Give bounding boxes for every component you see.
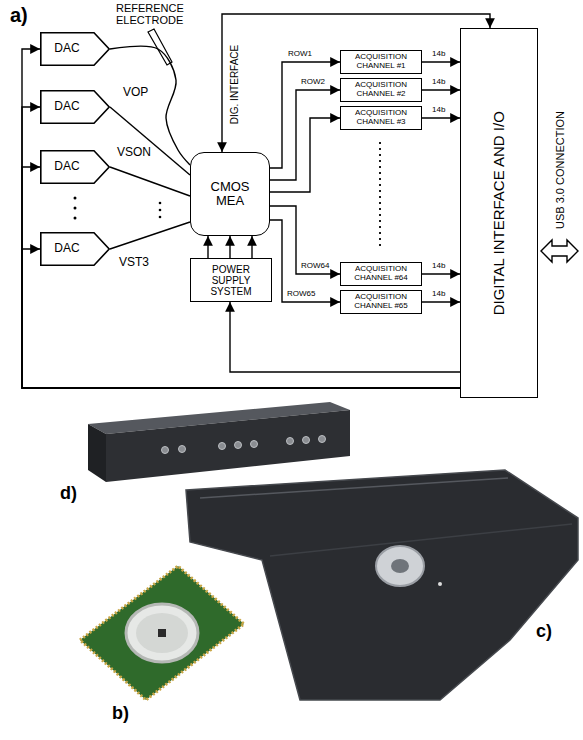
connector — [222, 14, 490, 152]
row-name: ROW2 — [300, 78, 326, 87]
chip-label: CMOS MEA — [205, 180, 255, 209]
bit-width: 14b — [431, 262, 446, 271]
electrode-label: REFERENCE ELECTRODE — [116, 2, 200, 26]
connector — [422, 117, 460, 118]
connector — [110, 167, 190, 196]
mea-chip-box: CMOS MEA — [190, 152, 270, 236]
connector — [270, 220, 340, 302]
panel-label: d) — [60, 484, 77, 504]
channel-label: ACQUISITION CHANNEL #3 — [345, 109, 417, 127]
connector — [22, 249, 460, 388]
row-name: ROW1 — [287, 50, 313, 59]
channel-label: ACQUISITION CHANNEL #1 — [345, 53, 417, 71]
panel-label: a) — [10, 4, 28, 26]
acquisition-channel-box: ACQUISITION CHANNEL #3 — [340, 106, 422, 130]
acquisition-channel-box: ACQUISITION CHANNEL #1 — [340, 50, 422, 74]
acquisition-channel-box: ACQUISITION CHANNEL #2 — [340, 78, 422, 102]
chip-board-photo — [80, 566, 244, 700]
dac-block: DAC — [40, 150, 110, 184]
connector — [270, 118, 340, 192]
dac-block: DAC — [40, 232, 110, 266]
dac-label: DAC — [54, 42, 79, 55]
connector — [270, 90, 340, 180]
dac-shape — [41, 151, 109, 183]
dac-label: DAC — [54, 242, 79, 255]
block-label: POWER SUPPLY SYSTEM — [205, 264, 257, 297]
channel-ellipsis — [379, 142, 381, 250]
connector — [207, 236, 208, 258]
row-name: ROW64 — [300, 262, 330, 271]
connector — [22, 167, 460, 388]
row-name: ROW65 — [286, 290, 316, 299]
connector — [110, 222, 190, 249]
block-label: DIGITAL INTERFACE AND I/O — [491, 111, 508, 315]
connector — [422, 89, 460, 90]
connector — [110, 46, 190, 165]
connector — [422, 273, 460, 274]
panel-label: c) — [536, 622, 552, 642]
connector — [110, 107, 190, 175]
bit-width: 14b — [431, 78, 446, 87]
ellipsis-dots — [74, 197, 162, 220]
bit-width: 14b — [431, 290, 446, 299]
dac-label: DAC — [54, 160, 79, 173]
signal-name: VSON — [116, 146, 152, 159]
channel-label: ACQUISITION CHANNEL #64 — [345, 265, 417, 283]
recording-unit-photo — [88, 402, 350, 482]
acquisition-channel-box: ACQUISITION CHANNEL #64 — [340, 262, 422, 286]
signal-name: VST3 — [118, 256, 150, 269]
dac-block: DAC — [40, 90, 110, 124]
bus-name: DIG. INTERFACE — [229, 43, 240, 124]
connector — [229, 236, 230, 258]
usb-double-arrow — [541, 240, 578, 262]
dac-shape — [41, 233, 109, 265]
connector — [270, 62, 340, 168]
dac-shape — [41, 33, 109, 65]
connection-label: USB 3.0 CONNECTION — [554, 111, 566, 229]
connector — [251, 236, 252, 258]
headstage-photo — [186, 470, 578, 700]
power-supply-box: POWER SUPPLY SYSTEM — [190, 258, 272, 302]
connector — [22, 49, 460, 388]
signal-name: VOP — [122, 86, 149, 99]
connector — [422, 61, 460, 62]
digital-interface-box: DIGITAL INTERFACE AND I/O — [460, 28, 538, 398]
dac-block: DAC — [40, 32, 110, 66]
connector — [22, 107, 460, 388]
connector — [270, 206, 340, 274]
channel-label: ACQUISITION CHANNEL #65 — [345, 293, 417, 311]
bit-width: 14b — [431, 50, 446, 59]
dac-label: DAC — [54, 100, 79, 113]
dac-shape — [41, 91, 109, 123]
channel-label: ACQUISITION CHANNEL #2 — [345, 81, 417, 99]
panel-label: b) — [112, 704, 129, 724]
connector — [422, 301, 460, 302]
acquisition-channel-box: ACQUISITION CHANNEL #65 — [340, 290, 422, 314]
bit-width: 14b — [431, 106, 446, 115]
